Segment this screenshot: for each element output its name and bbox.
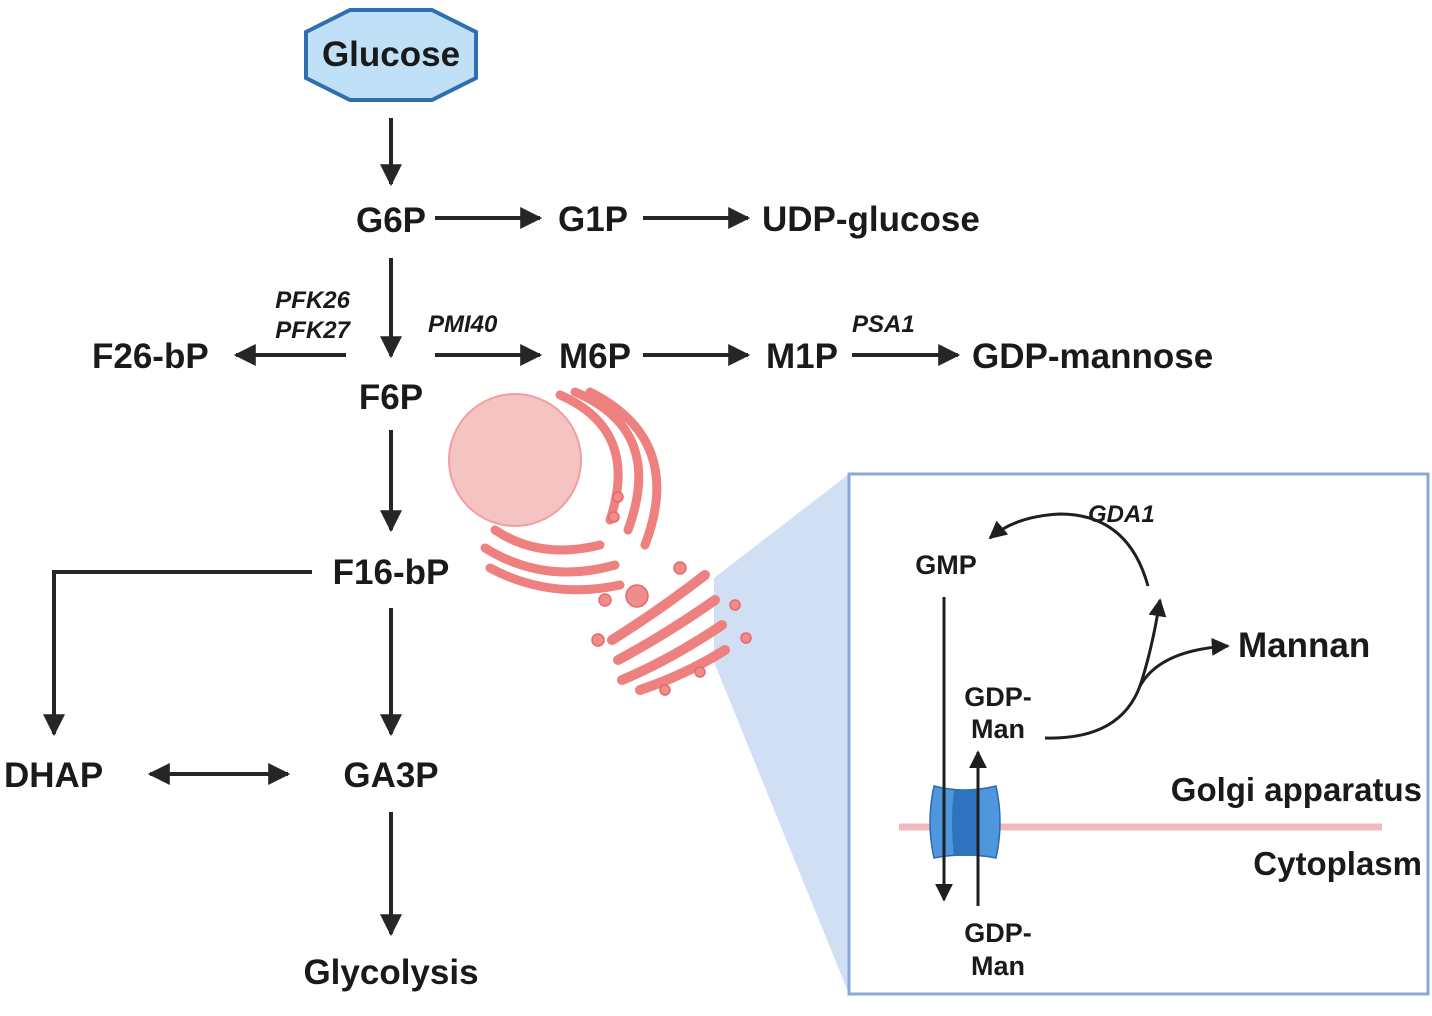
enzyme-psa1: PSA1 — [852, 311, 915, 338]
glycolysis-label: Glycolysis — [303, 953, 478, 992]
cytoplasm-label: Cytoplasm — [1253, 845, 1422, 882]
g1p-label: G1P — [558, 200, 628, 239]
mannan-label: Mannan — [1238, 626, 1370, 665]
ga3p-label: GA3P — [343, 756, 438, 795]
zoom-wedge — [714, 474, 849, 994]
arrow-gda1-to-gmp — [988, 512, 1150, 587]
glucose-label: Glucose — [322, 35, 460, 74]
arrow-gdpman-to-mannan — [1044, 637, 1230, 740]
arrow-branch-up — [1138, 598, 1167, 687]
enzyme-gda1: GDA1 — [1088, 501, 1155, 528]
g6p-label: G6P — [356, 201, 426, 240]
enzyme-pfk26: PFK26 — [275, 287, 350, 314]
dhap-label: DHAP — [4, 756, 103, 795]
glucose-node — [304, 8, 478, 102]
gdp-mannose-transporter — [929, 785, 1001, 859]
gdp-man-golgi-line1: GDP- — [964, 682, 1032, 712]
f26bp-label: F26-bP — [92, 337, 209, 376]
enzyme-pfk27: PFK27 — [275, 317, 351, 344]
enzyme-pmi40: PMI40 — [428, 311, 498, 338]
golgi-apparatus-label: Golgi apparatus — [1171, 771, 1422, 808]
f16bp-label: F16-bP — [333, 553, 450, 592]
f6p-label: F6P — [359, 378, 423, 417]
arrow-f16bp-dhap — [43, 570, 312, 737]
udp-glucose-label: UDP-glucose — [762, 200, 980, 239]
golgi-illustration — [448, 387, 752, 696]
gmp-label: GMP — [915, 550, 977, 580]
gdp-mannose-label: GDP-mannose — [972, 337, 1213, 376]
gdp-man-golgi-line2: Man — [971, 714, 1025, 744]
m1p-label: M1P — [766, 337, 838, 376]
gdp-man-cytoplasm-line1: GDP- — [964, 918, 1032, 948]
m6p-label: M6P — [559, 337, 631, 376]
gdp-man-cytoplasm-line2: Man — [971, 951, 1025, 981]
